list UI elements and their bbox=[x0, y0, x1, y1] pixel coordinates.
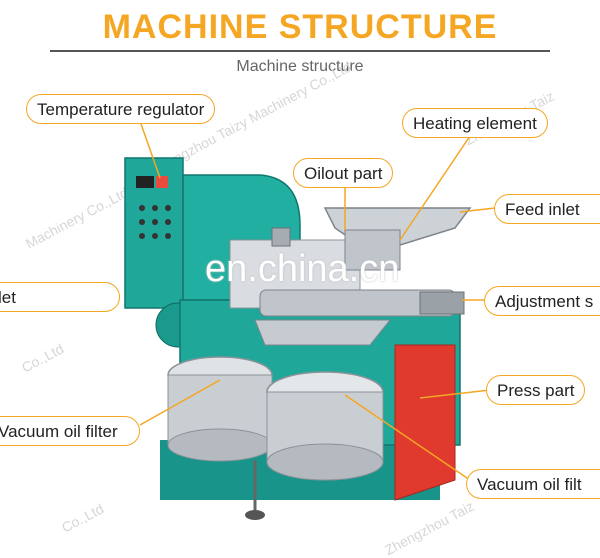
label-temperature-regulator: Temperature regulator bbox=[26, 94, 216, 124]
label-press-part: Press part bbox=[486, 375, 586, 405]
temperature-knob bbox=[156, 176, 168, 188]
label-oilout-part: Oilout part bbox=[293, 158, 394, 188]
oilout-pipe bbox=[271, 227, 291, 247]
temperature-display bbox=[136, 176, 154, 188]
drain-valve-foot bbox=[245, 510, 265, 520]
label-heating-element: Heating element bbox=[402, 108, 548, 138]
oilout-tray bbox=[254, 319, 392, 346]
label-partial-left: let bbox=[0, 282, 120, 312]
press-part-panel bbox=[394, 344, 456, 501]
leader-lines bbox=[99, 120, 496, 481]
control-buttons bbox=[139, 205, 171, 239]
adjustment-screw bbox=[419, 291, 465, 315]
label-vacuum-oil-filter-left: Vacuum oil filter bbox=[0, 416, 140, 446]
label-vacuum-oil-filter-right: Vacuum oil filt bbox=[466, 469, 600, 499]
vacuum-filter-right-bottom bbox=[266, 443, 384, 481]
label-feed-inlet: Feed inlet bbox=[494, 194, 600, 224]
feed-throat bbox=[344, 229, 401, 271]
label-adjustment: Adjustment s bbox=[484, 286, 600, 316]
page-subtitle: Machine structure bbox=[236, 58, 364, 75]
center-watermark: en.china.cn bbox=[205, 248, 400, 290]
vacuum-filter-left-bottom bbox=[167, 428, 273, 462]
title-divider bbox=[50, 50, 550, 52]
page-title: MACHINE STRUCTURE bbox=[102, 8, 498, 46]
